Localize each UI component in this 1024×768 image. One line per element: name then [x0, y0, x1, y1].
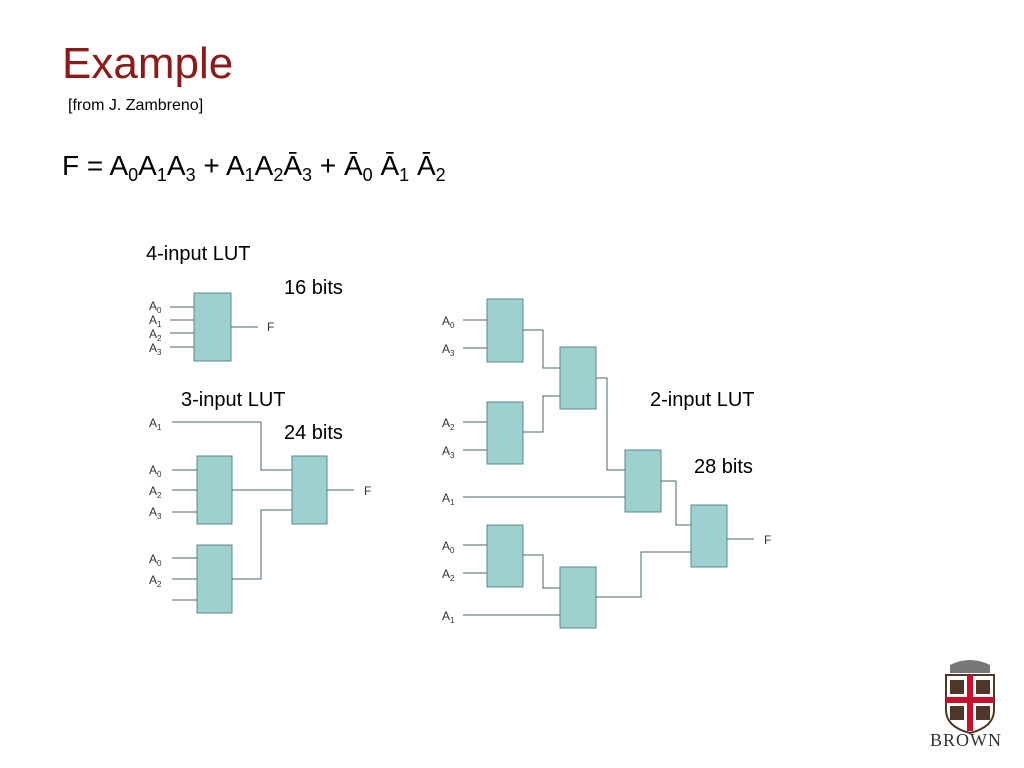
slide-title: Example [62, 39, 234, 88]
pin-label: A1 [149, 313, 162, 329]
pin-label: A3 [442, 444, 455, 460]
pin-label: A3 [149, 505, 162, 521]
lut2-block-7 [690, 504, 728, 568]
output-label: F [267, 320, 275, 334]
lut3-block-out [291, 455, 328, 525]
lut3-group [172, 421, 354, 614]
pin-label: A3 [442, 342, 455, 358]
plus-operator: + [319, 150, 337, 181]
lut4-bits: 16 bits [284, 277, 343, 299]
lut2-group [463, 298, 754, 629]
pin-label: A2 [149, 573, 162, 589]
brown-shield-logo [945, 660, 995, 735]
lut2-label: 2-input LUT [650, 389, 755, 411]
lut2-block-3 [559, 346, 597, 410]
pin-label: A2 [442, 567, 455, 583]
lut4-block [193, 292, 232, 362]
lut2-block-2 [486, 401, 524, 465]
slide-subtitle: [from J. Zambreno] [68, 97, 204, 114]
lut3-label: 3-input LUT [181, 389, 286, 411]
output-label: F [364, 484, 372, 498]
lut3-block-b [196, 544, 233, 614]
lut4-group [170, 292, 258, 362]
pin-label: A0 [442, 314, 455, 330]
pin-label: A2 [149, 327, 162, 343]
term-2: A1A2Ā3 [225, 150, 313, 185]
lut2-block-5 [486, 524, 524, 588]
pin-label: A1 [442, 609, 455, 625]
pin-label: A3 [149, 341, 162, 357]
lut2-block-1 [486, 298, 524, 363]
lut3-bits: 24 bits [284, 422, 343, 444]
lut2-block-6 [559, 566, 597, 629]
pin-label: A0 [149, 552, 162, 568]
pin-label: A0 [149, 463, 162, 479]
brown-logo-text: BROWN [930, 730, 1002, 750]
lut4-label: 4-input LUT [146, 243, 251, 265]
lut2-block-4 [624, 449, 662, 513]
pin-label: A2 [149, 484, 162, 500]
lut2-bits: 28 bits [694, 456, 753, 478]
lut3-block-a [196, 455, 233, 525]
pin-label: A2 [442, 416, 455, 432]
pin-label: A1 [149, 416, 162, 432]
output-label: F [764, 533, 772, 547]
term-1: A0A1A3 [109, 150, 196, 185]
boolean-equation: F = A0A1A3 + A1A2Ā3 + Ā0 Ā1 Ā2 [62, 146, 446, 186]
term-3: Ā0 Ā1 Ā2 [343, 150, 446, 185]
equation-prefix: F = [62, 150, 110, 181]
plus-operator: + [203, 150, 220, 181]
pin-label: A1 [442, 491, 455, 507]
pin-label: A0 [149, 299, 162, 315]
pin-label: A0 [442, 539, 455, 555]
